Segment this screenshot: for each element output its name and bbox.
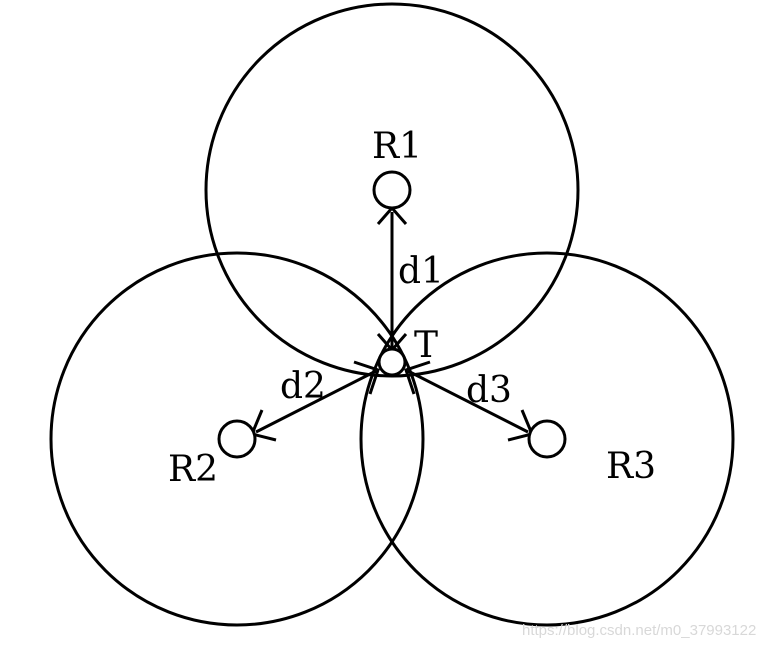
node-r3 [527, 419, 567, 459]
label-d3: d3 [466, 370, 512, 411]
distance-line-d2 [255, 369, 377, 434]
distance-line-d3 [407, 369, 529, 434]
label-d2: d2 [280, 366, 326, 407]
label-t: T [414, 325, 438, 366]
range-circle-r2 [49, 251, 425, 627]
node-r2 [217, 419, 257, 459]
arrowtail-d2 [353, 360, 380, 395]
label-r1: R1 [372, 126, 422, 167]
label-r3: R3 [606, 446, 656, 487]
label-d1: d1 [398, 251, 444, 292]
label-r2: R2 [168, 449, 218, 490]
watermark-text: https://blog.csdn.net/m0_37993122 [522, 622, 756, 639]
arrowtail-d3 [404, 360, 431, 395]
node-t [377, 347, 407, 377]
range-circle-r3 [359, 251, 735, 627]
node-r1 [372, 170, 412, 210]
